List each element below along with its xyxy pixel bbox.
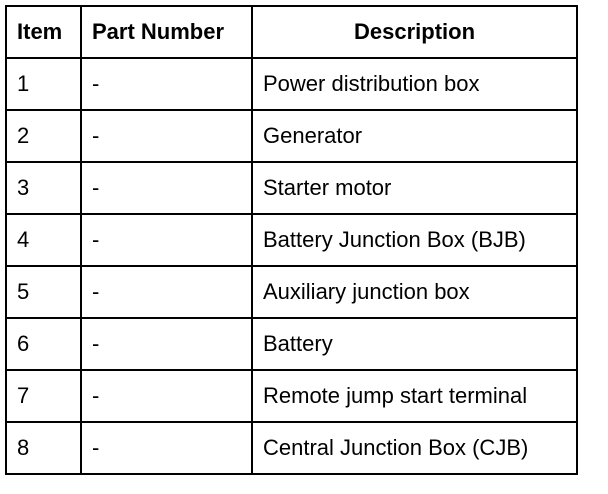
cell-part-number: - xyxy=(80,265,253,319)
table-row: 5 - Auxiliary junction box xyxy=(5,265,578,319)
cell-description: Central Junction Box (CJB) xyxy=(251,421,578,475)
header-description: Description xyxy=(251,5,578,59)
cell-description: Battery Junction Box (BJB) xyxy=(251,213,578,267)
table-row: 2 - Generator xyxy=(5,109,578,163)
cell-description: Generator xyxy=(251,109,578,163)
table-row: 7 - Remote jump start terminal xyxy=(5,369,578,423)
cell-item: 5 xyxy=(5,265,82,319)
table-row: 8 - Central Junction Box (CJB) xyxy=(5,421,578,475)
table-row: 1 - Power distribution box xyxy=(5,57,578,111)
cell-description: Power distribution box xyxy=(251,57,578,111)
cell-description: Battery xyxy=(251,317,578,371)
cell-part-number: - xyxy=(80,161,253,215)
cell-item: 1 xyxy=(5,57,82,111)
header-part-number: Part Number xyxy=(80,5,253,59)
cell-part-number: - xyxy=(80,109,253,163)
cell-description: Auxiliary junction box xyxy=(251,265,578,319)
header-item: Item xyxy=(5,5,82,59)
cell-item: 6 xyxy=(5,317,82,371)
cell-item: 2 xyxy=(5,109,82,163)
table-header-row: Item Part Number Description xyxy=(5,5,578,59)
cell-description: Remote jump start terminal xyxy=(251,369,578,423)
table-row: 3 - Starter motor xyxy=(5,161,578,215)
table-row: 4 - Battery Junction Box (BJB) xyxy=(5,213,578,267)
cell-item: 8 xyxy=(5,421,82,475)
cell-item: 3 xyxy=(5,161,82,215)
table-row: 6 - Battery xyxy=(5,317,578,371)
cell-item: 4 xyxy=(5,213,82,267)
cell-part-number: - xyxy=(80,317,253,371)
parts-table: Item Part Number Description 1 - Power d… xyxy=(5,5,578,475)
cell-part-number: - xyxy=(80,57,253,111)
cell-description: Starter motor xyxy=(251,161,578,215)
cell-part-number: - xyxy=(80,213,253,267)
cell-part-number: - xyxy=(80,421,253,475)
cell-part-number: - xyxy=(80,369,253,423)
cell-item: 7 xyxy=(5,369,82,423)
